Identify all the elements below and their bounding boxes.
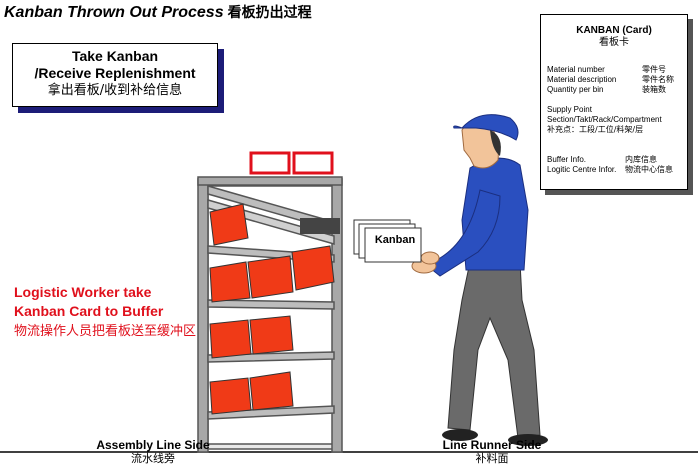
take-kanban-line1: Take Kanban [71, 48, 159, 64]
card-row-material-number: Material number 零件号 [547, 65, 683, 75]
bin [209, 377, 252, 415]
bin [209, 261, 251, 303]
line-runner-worker [411, 114, 548, 446]
card-row-material-description: Material description 零件名称 [547, 75, 683, 85]
line-runner-side-label: Line Runner Side 补料面 [432, 438, 552, 466]
bin [209, 319, 252, 359]
bin [249, 315, 294, 355]
assembly-line-side-en: Assembly Line Side [96, 438, 210, 452]
held-card-label: Kanban [374, 234, 416, 246]
worker-note: Logistic Worker take Kanban Card to Buff… [14, 283, 214, 341]
line-runner-side-en: Line Runner Side [442, 438, 542, 452]
bin [247, 255, 294, 299]
card-row-label: Material number [547, 65, 605, 74]
worker-note-cn: 物流操作人员把看板送至缓冲区 [14, 324, 197, 339]
empty-bin [292, 151, 334, 175]
card-supply-detail: Section/Takt/Rack/Compartment [547, 115, 662, 124]
card-supply-cn: 补充点：工段/工位/料架/层 [547, 125, 644, 134]
card-header: KANBAN (Card) [576, 25, 652, 36]
card-row-quantity-per-bin: Quantity per bin 装箱数 [547, 85, 683, 95]
bin [209, 203, 249, 246]
assembly-line-side-cn: 流水线旁 [131, 452, 175, 465]
line-runner-side-cn: 补料面 [475, 452, 509, 465]
card-row-label: Quantity per bin [547, 85, 604, 94]
card-row-cn: 装箱数 [642, 85, 666, 94]
worker-hand [420, 251, 440, 265]
worker-cap [453, 114, 519, 141]
worker-shoe [508, 434, 548, 446]
title-chinese: 看板扔出过程 [227, 5, 312, 21]
card-row-label: Material description [547, 75, 617, 84]
take-kanban-line2: /Receive Replenishment [34, 65, 196, 81]
empty-bin [249, 151, 291, 175]
rack-pickup-end [300, 218, 340, 234]
card-row-cn: 零件号 [642, 65, 666, 74]
worker-shoe [442, 429, 478, 441]
card-buffer-label: Buffer Info. [547, 155, 586, 164]
kanban-card-detail: KANBAN (Card) 看板卡 Material number 零件号 Ma… [540, 14, 688, 190]
title-english: Kanban Thrown Out Process [4, 4, 224, 21]
worker-pants [447, 261, 541, 439]
worker-hair [490, 130, 501, 156]
worker-note-line2: Kanban Card to Buffer [14, 303, 164, 319]
card-header-cn: 看板卡 [599, 37, 629, 48]
bin [291, 245, 335, 291]
worker-note-line1: Logistic Worker take [14, 284, 152, 300]
card-logistic-cn: 物流中心信息 [625, 165, 673, 174]
bin [249, 371, 294, 411]
take-kanban-box: Take Kanban /Receive Replenishment 拿出看板/… [12, 43, 218, 107]
card-logistic-info: Logitic Centre Infor. 物流中心信息 [547, 165, 683, 175]
card-buffer-cn: 内库信息 [625, 155, 657, 164]
card-supply-point: Supply Point [547, 105, 592, 114]
card-row-cn: 零件名称 [642, 75, 674, 84]
card-buffer-info: Buffer Info. 内库信息 [547, 155, 683, 165]
kanban-cards-held [353, 219, 422, 263]
take-kanban-line3: 拿出看板/收到补给信息 [47, 83, 183, 98]
bins [209, 203, 335, 415]
assembly-line-side-label: Assembly Line Side 流水线旁 [78, 438, 228, 466]
card-logistic-label: Logitic Centre Infor. [547, 165, 617, 174]
